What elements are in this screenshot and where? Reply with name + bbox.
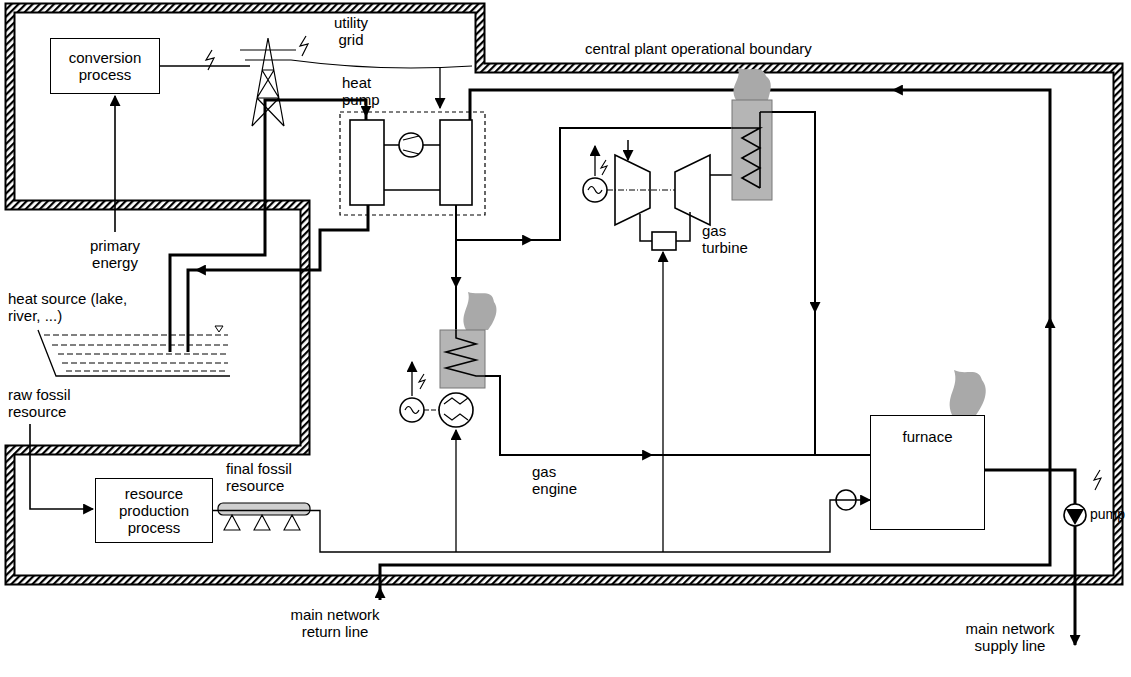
compressor [399, 133, 423, 157]
source-pipe [170, 100, 366, 352]
power-feed-arrow [439, 68, 440, 108]
box-label: furnace [902, 428, 952, 445]
condenser [440, 120, 472, 205]
heat-pump-frame [340, 112, 485, 215]
plant-label: final fossil resource [226, 460, 336, 494]
engine-shaft [424, 410, 439, 411]
heat-recovery-boiler [732, 100, 772, 200]
plant-label: pump [1090, 506, 1125, 523]
air-intake-arrow [627, 140, 629, 160]
engine-block [439, 393, 473, 427]
fuel-branch [455, 430, 456, 552]
box-label: resource production process [103, 485, 205, 536]
return-pipe [380, 90, 1050, 600]
water-level-mark [215, 326, 223, 332]
box-label: conversion process [58, 49, 152, 83]
plant-label: main network return line [280, 606, 390, 640]
power-wire [291, 60, 472, 68]
pipeline [218, 503, 310, 515]
hot-water-pipe [485, 376, 870, 455]
hot-water-pipe [455, 205, 457, 330]
lightning-bolt [300, 36, 308, 56]
plant-label: utility grid [322, 14, 380, 48]
plant-label: raw fossil resource [8, 386, 86, 420]
lightning-bolt [419, 374, 425, 389]
pipeline-support [224, 515, 300, 530]
exhaust-plume [463, 292, 496, 330]
power-output-arrow [411, 362, 412, 396]
recovery-coil [732, 112, 772, 188]
combustor [652, 232, 676, 250]
exhaust-plume [733, 68, 770, 100]
engine-symbol [444, 398, 468, 420]
plant-label: heat pump [342, 74, 387, 108]
plant-label: central plant operational boundary [585, 40, 812, 57]
water-surface [44, 335, 228, 371]
plant-label: gas engine [532, 463, 590, 497]
fossil-feed-arrow [30, 424, 93, 509]
flow-arrow [520, 239, 532, 241]
engine-heat-exchanger [440, 330, 485, 388]
engine-coil [446, 330, 485, 376]
lightning-bolt [206, 50, 214, 70]
process-box: conversion process [50, 38, 160, 94]
recovery-coil [759, 112, 761, 188]
flow-arrow [455, 275, 457, 287]
plant-label: heat source (lake, river, ...) [8, 290, 132, 324]
supply-pipe [985, 470, 1075, 645]
pylon [240, 38, 296, 126]
lake-bank [38, 330, 230, 376]
hot-water-pipe [772, 112, 815, 455]
plant-label: gas turbine [702, 222, 760, 256]
power-output-arrow [594, 146, 595, 176]
fuel-line [213, 500, 870, 552]
compressor-symbol [403, 136, 419, 154]
flow-arrow [379, 588, 381, 600]
source-pipe [188, 205, 368, 352]
flow-arrow [1049, 318, 1051, 330]
flow-arrow [893, 89, 905, 91]
process-box: resource production process [95, 478, 213, 543]
pump-symbol [1066, 509, 1084, 525]
turbine-generator [583, 178, 607, 202]
evaporator [350, 120, 384, 205]
flow-arrow [196, 269, 210, 271]
generator-symbol [588, 187, 602, 194]
flow-arrow [640, 454, 652, 456]
plant-label: main network supply line [955, 620, 1065, 654]
process-box: furnace [870, 415, 985, 530]
combustor-duct [640, 212, 690, 241]
turbine-expander [675, 155, 710, 225]
turbine-shaft [607, 190, 675, 191]
generator-symbol [405, 407, 419, 414]
hot-water-pipe [456, 128, 732, 240]
boundary-hatch [10, 8, 1118, 580]
pump-symbol [1064, 504, 1086, 526]
lightning-bolt [601, 160, 607, 175]
power-wire [160, 65, 250, 66]
lightning-bolt [1094, 470, 1101, 490]
furnace-plume [950, 370, 986, 415]
boundary-outline [10, 8, 1118, 580]
engine-generator [400, 398, 424, 422]
flow-arrow [814, 300, 816, 312]
fuel-branch [662, 252, 663, 552]
plant-label: primary energy [80, 237, 150, 271]
exhaust-duct [710, 174, 732, 176]
primary-energy-arrow [114, 96, 116, 232]
